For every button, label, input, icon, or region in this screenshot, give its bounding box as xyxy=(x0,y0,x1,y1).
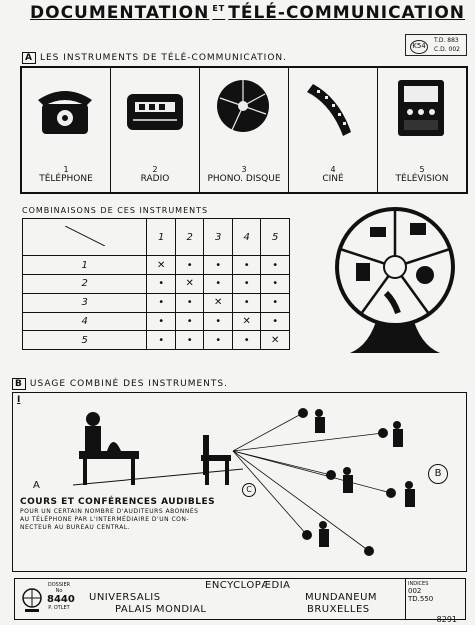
reference-stamp: K54 xyxy=(410,40,428,54)
footer-bruxelles: BRUXELLES xyxy=(307,604,370,615)
row-header: 2 xyxy=(21,274,148,294)
table-cell: • xyxy=(231,330,262,350)
diagonal-cell: ✕ xyxy=(231,311,262,332)
radio-icon xyxy=(127,94,183,130)
table-cell: • xyxy=(231,274,262,294)
diagonal-cell: ✕ xyxy=(203,292,233,313)
footer-universalis: UNIVERSALIS xyxy=(89,592,161,603)
table-cell: • xyxy=(203,274,233,294)
reference-codes: T.D. 883 C.D. 002 xyxy=(434,37,460,53)
diagonal-cell: ✕ xyxy=(260,330,290,350)
column-header: 5 xyxy=(260,217,290,257)
index-box: INDICES 002 TD.550 xyxy=(405,579,445,619)
table-cell: • xyxy=(203,330,233,350)
label-c: C xyxy=(242,483,256,497)
row-header: 4 xyxy=(21,311,148,332)
label-a: A xyxy=(33,480,40,491)
mundaneum-logo-icon xyxy=(22,588,42,612)
column-header: 3 xyxy=(203,217,233,257)
television-icon xyxy=(398,80,444,136)
row-header: 5 xyxy=(21,330,148,350)
footer-palais: PALAIS MONDIAL xyxy=(115,604,207,615)
table-corner xyxy=(21,217,148,257)
table-cell: • xyxy=(260,255,290,276)
table-cell: • xyxy=(146,292,176,313)
table-cell: • xyxy=(174,292,205,313)
table-cell: • xyxy=(260,311,290,332)
label-b: B xyxy=(428,464,448,484)
dossier-number: DOSSIER No 8440 P. OTLET xyxy=(47,582,75,611)
table-cell: • xyxy=(174,330,205,350)
row-header: 3 xyxy=(21,292,148,313)
footer: DOSSIER No 8440 P. OTLET ENCYCLOPÆDIA UN… xyxy=(14,578,466,620)
panel-number: I xyxy=(17,395,21,405)
footer-title: ENCYCLOPÆDIA xyxy=(205,580,291,591)
row-header: 1 xyxy=(21,255,148,276)
diagonal-cell: ✕ xyxy=(146,255,176,276)
diagonal-cell: ✕ xyxy=(174,274,205,294)
usage-caption: COURS ET CONFÉRENCES AUDIBLES POUR UN CE… xyxy=(20,497,216,531)
table-cell: • xyxy=(231,292,262,313)
combinations-table: 1 2 3 4 5 1 ✕•••• 2 •✕••• 3 ••✕•• 4 •••✕… xyxy=(21,217,290,350)
page-mark: 8291 xyxy=(436,615,457,624)
table-cell: • xyxy=(174,255,205,276)
lecture-scene-illustration xyxy=(72,408,415,556)
reference-box: K54 T.D. 883 C.D. 002 xyxy=(405,34,467,56)
instruments-wheel-diagram xyxy=(335,207,455,353)
footer-mundaneum: MUNDANEUM xyxy=(305,592,378,603)
table-cell: • xyxy=(146,311,176,332)
usage-panel: I xyxy=(12,392,467,572)
table-cell: • xyxy=(231,255,262,276)
column-header: 1 xyxy=(146,217,176,257)
table-cell: • xyxy=(260,274,290,294)
combinations-title: COMBINAISONS DE CES INSTRUMENTS xyxy=(22,206,209,215)
table-cell: • xyxy=(146,330,176,350)
table-cell: • xyxy=(203,255,233,276)
table-cell: • xyxy=(146,274,176,294)
record-disc-icon xyxy=(217,80,269,132)
telephone-icon xyxy=(38,91,92,134)
column-header: 2 xyxy=(174,217,205,257)
film-strip-icon xyxy=(307,84,351,136)
column-header: 4 xyxy=(231,217,262,257)
table-cell: • xyxy=(174,311,205,332)
table-cell: • xyxy=(260,292,290,313)
table-cell: • xyxy=(203,311,233,332)
